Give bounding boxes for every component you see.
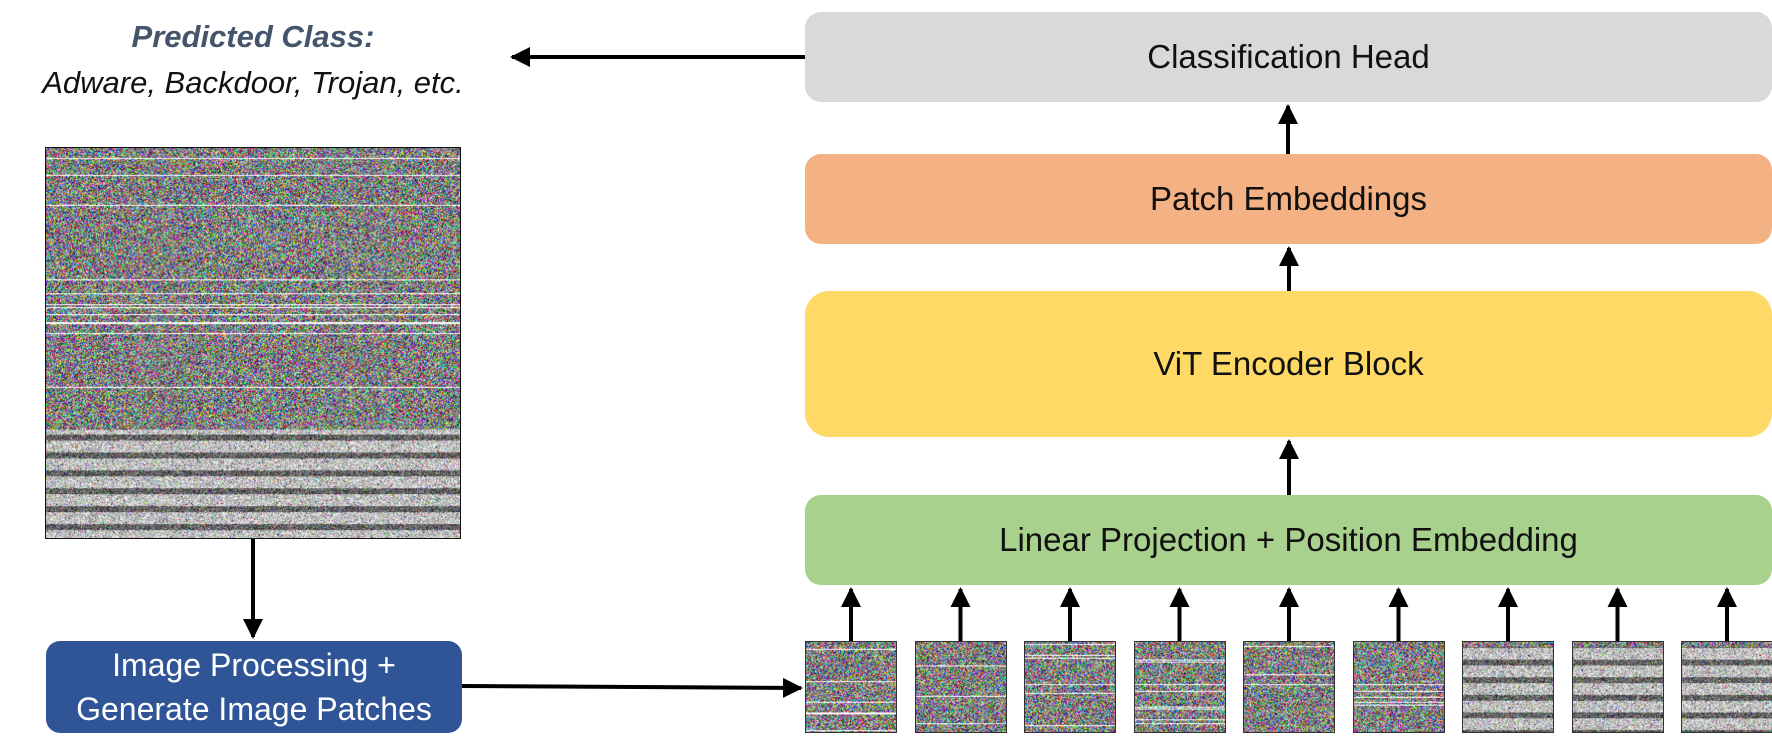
predicted-class-values: Adware, Backdoor, Trojan, etc.	[42, 65, 464, 100]
patch-embeddings-block: Patch Embeddings	[805, 154, 1772, 244]
classification-head-block: Classification Head	[805, 12, 1772, 102]
image-patch-5	[1243, 641, 1335, 733]
image-patch-3	[1024, 641, 1116, 733]
linear-projection-label: Linear Projection + Position Embedding	[999, 521, 1578, 558]
image-patch-6	[1352, 641, 1445, 733]
predicted-class-label: Predicted Class: Adware, Backdoor, Troja…	[0, 14, 506, 106]
image-patch-2	[914, 641, 1007, 733]
image-patch-9	[1681, 641, 1772, 733]
classification-head-label: Classification Head	[1147, 38, 1430, 75]
vit-encoder-block: ViT Encoder Block	[805, 291, 1772, 437]
vit-encoder-label: ViT Encoder Block	[1153, 345, 1424, 382]
image-patch-7	[1462, 641, 1554, 733]
image-patch-1	[805, 641, 897, 733]
linear-projection-block: Linear Projection + Position Embedding	[805, 495, 1772, 585]
image-patch-8	[1571, 641, 1664, 733]
image-processing-line1: Image Processing +	[112, 647, 396, 683]
patch-embeddings-label: Patch Embeddings	[1149, 180, 1427, 217]
image-patch-4	[1133, 641, 1226, 733]
image-processing-block: Image Processing + Generate Image Patche…	[46, 641, 462, 733]
arrow-processing-to-patches	[461, 677, 803, 698]
predicted-class-title: Predicted Class:	[131, 19, 375, 54]
malware-input-image	[45, 147, 461, 539]
image-processing-line2: Generate Image Patches	[76, 691, 432, 727]
